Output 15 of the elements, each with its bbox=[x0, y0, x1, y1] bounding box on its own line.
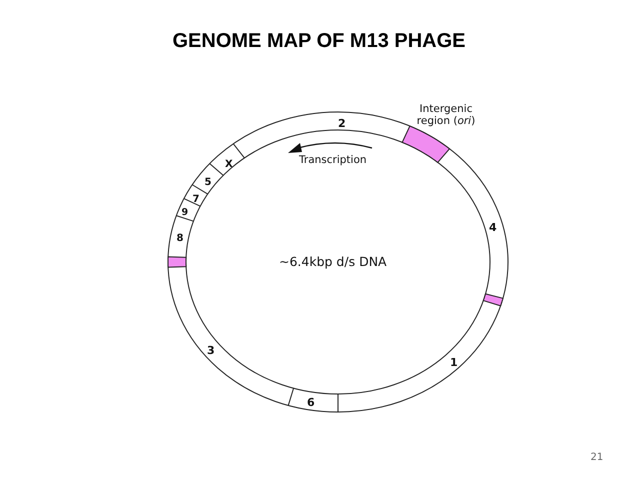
gene-number: 7 bbox=[192, 194, 200, 204]
gene-number: 2 bbox=[338, 118, 346, 130]
gene-number: 5 bbox=[204, 176, 212, 188]
genome-size-label: ~6.4kbp d/s DNA bbox=[279, 255, 387, 269]
gene-number: 3 bbox=[207, 345, 215, 358]
slide-title: GENOME MAP OF M13 PHAGE bbox=[171, 30, 466, 53]
page-number: 21 bbox=[590, 452, 604, 462]
gene-number: 1 bbox=[450, 357, 458, 370]
region-label: Intergenic region (ori) bbox=[416, 104, 476, 128]
gene-number: 8 bbox=[176, 232, 184, 244]
direction-label: Transcription bbox=[299, 155, 367, 167]
gene-number: 4 bbox=[489, 222, 497, 234]
gene-number: X bbox=[225, 158, 233, 170]
gene-number: 9 bbox=[182, 208, 188, 218]
gene-number: 6 bbox=[307, 397, 315, 410]
